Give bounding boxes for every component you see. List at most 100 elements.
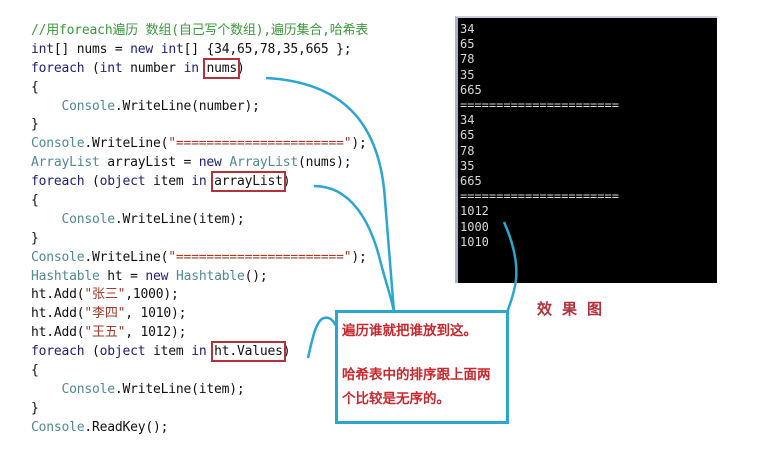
code-token: Console <box>31 249 85 265</box>
code-token: , 1010); <box>125 306 187 322</box>
code-line: Console.ReadKey(); <box>31 419 368 438</box>
code-line: { <box>31 192 368 211</box>
code-token: ) <box>282 344 291 360</box>
code-token: .WriteLine(number); <box>114 98 260 114</box>
code-token: int <box>99 60 123 76</box>
code-token: ) <box>236 60 245 76</box>
console-line: 35 <box>460 67 475 82</box>
console-line: 1010 <box>460 234 489 249</box>
code-line: foreach (object item in ht.Values) <box>31 341 368 363</box>
code-token: ); <box>351 249 367 265</box>
code-line: ArrayList arrayList = new ArrayList(nums… <box>31 154 368 173</box>
console-line: 78 <box>460 143 475 158</box>
code-token: { <box>31 363 39 379</box>
code-token: Console <box>61 211 116 227</box>
code-token: ArrayList <box>31 155 100 171</box>
code-token: foreach <box>31 344 85 360</box>
code-token: .WriteLine(item); <box>114 381 245 397</box>
code-line: ht.Add("张三",1000); <box>31 286 368 305</box>
code-token: , 1012); <box>125 325 187 341</box>
code-line: { <box>31 362 368 381</box>
code-token: Console <box>31 419 85 435</box>
code-token: in <box>183 60 199 76</box>
code-line: ht.Add("王五", 1012); <box>31 324 368 343</box>
code-token: int <box>31 41 54 57</box>
code-token: in <box>191 174 207 190</box>
code-line: ht.Add("李四", 1010); <box>31 305 368 324</box>
code-line: Console.WriteLine("=====================… <box>31 249 368 268</box>
code-token: ,1000); <box>125 287 179 303</box>
arrow-from-nums <box>265 76 396 313</box>
code-token: { <box>31 79 39 95</box>
code-token: ht.Add( <box>31 287 85 303</box>
code-token: (nums); <box>297 155 352 171</box>
code-line: { <box>31 79 368 98</box>
console-line: 65 <box>460 37 475 52</box>
code-token: ht.Add( <box>31 325 85 341</box>
code-token: "李四" <box>84 306 126 322</box>
code-token: ) <box>282 174 291 190</box>
code-token: foreach <box>31 60 85 76</box>
console-line: 65 <box>460 128 475 143</box>
code-line: } <box>31 116 368 135</box>
code-token: Hashtable <box>31 268 100 284</box>
code-token: [] nums = <box>53 41 131 57</box>
callout-text-1: 遍历谁就把谁放到这。 <box>342 323 477 339</box>
code-token: "张三" <box>84 287 126 303</box>
code-token: { <box>31 193 39 209</box>
code-line: Hashtable ht = new Hashtable(); <box>31 268 368 287</box>
code-token: "======================" <box>168 249 352 265</box>
console-line: 34 <box>460 22 475 36</box>
code-token: new <box>145 268 169 284</box>
code-token: item <box>145 344 192 360</box>
code-line: Console.WriteLine(item); <box>31 381 368 400</box>
code-token: .WriteLine( <box>84 136 169 152</box>
explanation-callout: 遍历谁就把谁放到这。 哈希表中的排序跟上面两个比较是无序的。 <box>335 310 509 424</box>
code-line: } <box>31 400 368 419</box>
code-token: "王五" <box>84 325 126 341</box>
code-line: foreach (int number in nums) <box>31 57 368 79</box>
code-line: Console.WriteLine(item); <box>31 211 368 230</box>
code-token: "======================" <box>168 136 352 152</box>
code-token: object <box>99 174 146 190</box>
code-line: //用foreach遍历 数组(自己写个数组),遍历集合,哈希表 <box>31 22 368 41</box>
code-token: ArrayList <box>229 155 298 171</box>
console-line: 1012 <box>460 204 489 219</box>
code-token: //用foreach遍历 数组(自己写个数组),遍历集合,哈希表 <box>31 23 369 38</box>
code-token: foreach <box>31 174 85 190</box>
code-token: number <box>122 60 184 76</box>
code-token: in <box>191 344 207 360</box>
arrow-from-arraylist <box>313 184 396 313</box>
code-token: .WriteLine(item); <box>114 211 245 227</box>
code-line: Console.WriteLine("=====================… <box>31 135 368 154</box>
highlighted-token: arrayList <box>211 171 286 193</box>
console-line: ====================== <box>460 98 619 113</box>
arrow-from-ht-values <box>306 316 338 359</box>
code-token: [] {34,65,78,35,665 }; <box>183 41 352 57</box>
code-token: int <box>160 41 184 57</box>
code-token: } <box>31 230 39 246</box>
code-token: Console <box>31 136 85 152</box>
console-line: 78 <box>460 52 475 67</box>
console-line: 34 <box>460 113 475 128</box>
console-line: ====================== <box>460 189 619 204</box>
code-token: arrayList = <box>99 155 199 171</box>
highlighted-token: nums <box>203 57 240 79</box>
code-token: .ReadKey(); <box>84 419 169 435</box>
code-line: } <box>31 230 368 249</box>
console-line: 35 <box>460 158 475 173</box>
code-token: } <box>31 400 39 416</box>
code-token: ht = <box>99 268 146 284</box>
callout-text-2: 哈希表中的排序跟上面两个比较是无序的。 <box>342 367 491 407</box>
code-token: ( <box>84 174 100 190</box>
code-token: } <box>31 117 39 133</box>
code-line: Console.WriteLine(number); <box>31 98 368 117</box>
code-token: ); <box>351 136 367 152</box>
code-token: new <box>130 41 154 57</box>
result-caption: 效果图 <box>537 300 613 318</box>
code-token: new <box>198 155 222 171</box>
code-token: (); <box>244 268 268 284</box>
